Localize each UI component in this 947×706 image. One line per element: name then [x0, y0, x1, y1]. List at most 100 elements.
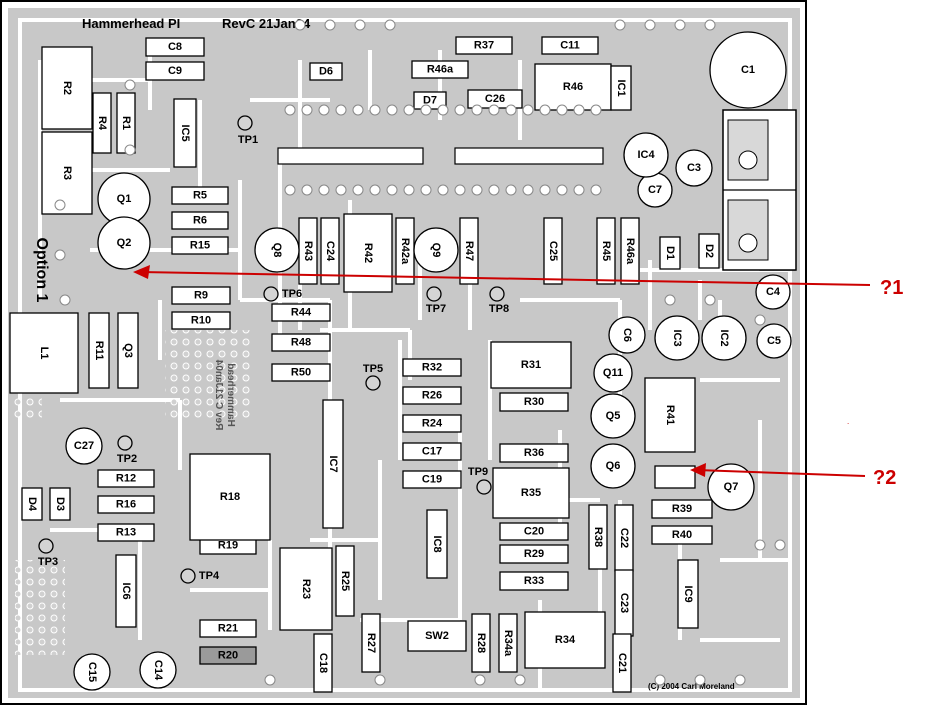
- r2-label: R2: [61, 81, 73, 95]
- r15-body: [171, 236, 229, 255]
- r47-body: [459, 217, 479, 285]
- sw2-label: SW2: [425, 630, 449, 642]
- ic-pin-hole: [403, 104, 415, 116]
- r30-label: R30: [524, 396, 544, 408]
- ic-pin-hole: [556, 184, 568, 196]
- r6-body: [171, 211, 229, 230]
- r16-label: R16: [116, 499, 136, 511]
- d6-body: [309, 62, 343, 81]
- via-hole: [124, 79, 136, 91]
- via-hole: [734, 674, 746, 686]
- tp9-label: TP9: [468, 466, 488, 478]
- r38-body: [588, 504, 608, 570]
- r21-body: [199, 619, 257, 638]
- q6-label: Q6: [606, 460, 621, 472]
- ic-pin-hole: [369, 104, 381, 116]
- c3-body: [675, 149, 713, 187]
- c22-label: C22: [618, 528, 630, 548]
- tp4-pad: [180, 568, 196, 584]
- c25-label: C25: [547, 241, 559, 261]
- c6-label: C6: [621, 328, 633, 342]
- ic-pin-hole: [318, 184, 330, 196]
- via-hole: [124, 144, 136, 156]
- c14-body: [139, 651, 177, 689]
- r10-body: [171, 311, 231, 330]
- r3-body: [41, 131, 93, 215]
- q2-label: Q2: [117, 237, 132, 249]
- proto-area-1: [165, 330, 250, 420]
- c20-label: C20: [524, 526, 544, 538]
- r4-label: R4: [96, 116, 108, 131]
- d3-label: D3: [54, 497, 66, 511]
- r9-label: R9: [194, 290, 208, 302]
- r5-body: [171, 186, 229, 205]
- ic-pin-hole: [522, 184, 534, 196]
- via-hole: [754, 314, 766, 326]
- via-hole: [774, 539, 786, 551]
- tp6-pad: [263, 286, 279, 302]
- r12-label: R12: [116, 473, 136, 485]
- r25-label: R25: [339, 571, 351, 591]
- r46a-body: [620, 217, 640, 285]
- r32-label: R32: [422, 362, 442, 374]
- r13-label: R13: [116, 527, 136, 539]
- d2-label: D2: [703, 244, 715, 258]
- tp8-pad: [489, 286, 505, 302]
- d3-body: [49, 487, 71, 521]
- ic-pin-hole: [420, 104, 432, 116]
- via-hole: [384, 19, 396, 31]
- r28-label: R28: [475, 633, 487, 653]
- via-hole: [754, 539, 766, 551]
- r46-body: [534, 63, 612, 111]
- c8-label: C8: [168, 41, 182, 53]
- q3-label: Q3: [122, 343, 134, 358]
- board-title: Hammerhead PI: [82, 16, 180, 31]
- ic-pin-hole: [471, 104, 483, 116]
- c8-body: [145, 37, 205, 57]
- r44-body: [271, 303, 331, 322]
- r42-label: R42: [362, 243, 374, 263]
- c9-label: C9: [168, 65, 182, 77]
- q1-label: Q1: [117, 193, 132, 205]
- l1-label: L1: [38, 347, 50, 360]
- via-hole: [474, 674, 486, 686]
- tp2-label: TP2: [117, 453, 137, 465]
- via-hole: [54, 249, 66, 261]
- ic-pin-hole: [335, 184, 347, 196]
- r46-label: R46: [563, 81, 583, 93]
- ic-pin-hole: [471, 184, 483, 196]
- via-hole: [674, 19, 686, 31]
- r48-body: [271, 333, 331, 352]
- r50-label: R50: [291, 367, 311, 379]
- q5-body: [590, 393, 636, 439]
- c27-label: C27: [74, 440, 94, 452]
- ic-pin-hole: [335, 104, 347, 116]
- via-hole: [694, 674, 706, 686]
- via-hole: [324, 19, 336, 31]
- via-hole: [294, 19, 306, 31]
- ic8-label: IC8: [431, 535, 443, 552]
- ic4-label: IC4: [637, 149, 655, 161]
- c5-label: C5: [767, 335, 781, 347]
- ic-pin-hole: [488, 184, 500, 196]
- c21-label: C21: [616, 653, 628, 673]
- ic-pin-hole: [573, 184, 585, 196]
- proto-area-2: [15, 560, 65, 655]
- via-hole: [514, 674, 526, 686]
- r31-body: [490, 341, 572, 389]
- via-hole: [264, 674, 276, 686]
- r42a-label: R42a: [399, 238, 411, 265]
- ic-pin-hole: [403, 184, 415, 196]
- ic1-label: IC1: [615, 79, 627, 96]
- via-hole: [354, 19, 366, 31]
- r18-label: R18: [220, 491, 240, 503]
- ic-pin-hole: [284, 184, 296, 196]
- copyright-text: (C) 2004 Carl Moreland: [648, 682, 735, 691]
- via-hole: [644, 19, 656, 31]
- c19-body: [402, 470, 462, 489]
- c11-body: [541, 36, 599, 55]
- r41-label: R41: [664, 405, 676, 425]
- ic-pin-hole: [420, 184, 432, 196]
- tp5-pad: [365, 375, 381, 391]
- l1-body: [9, 312, 79, 394]
